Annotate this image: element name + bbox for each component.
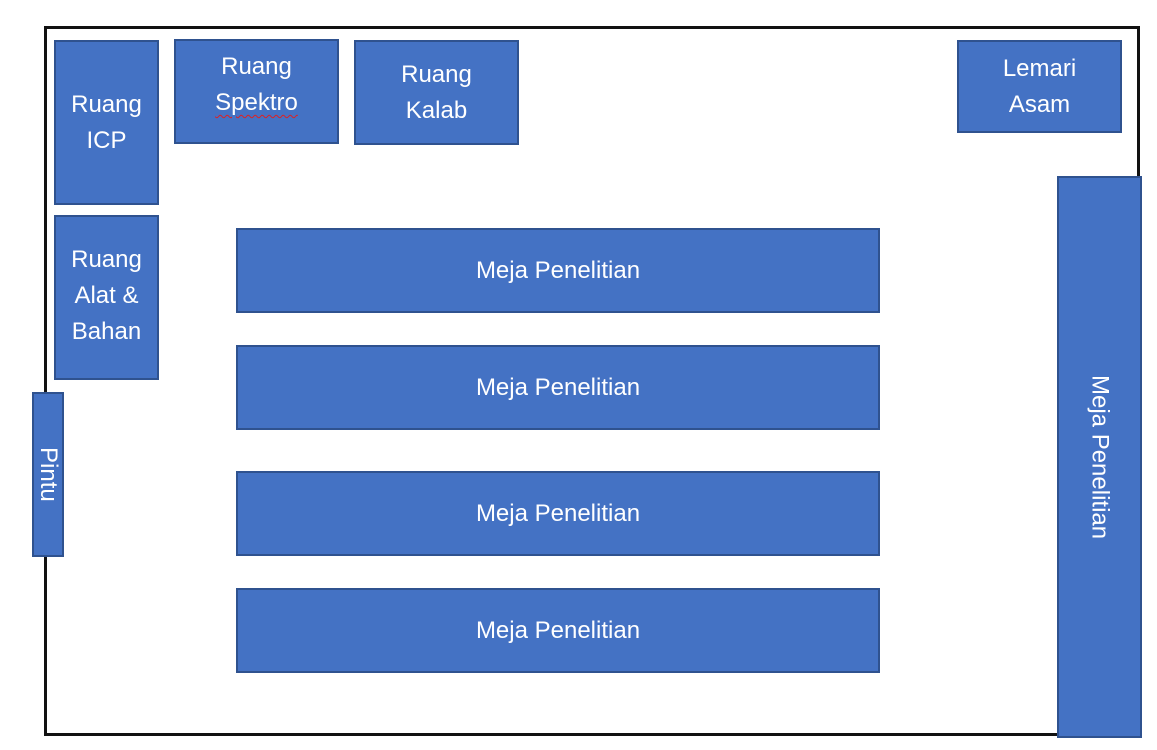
research-table-side: Meja Penelitian <box>1057 176 1142 738</box>
research-table-4: Meja Penelitian <box>236 588 880 673</box>
ruang-alat-bahan-label: Ruang Alat & Bahan <box>71 246 142 345</box>
ruang-alat-bahan: Ruang Alat & Bahan <box>54 215 159 380</box>
research-table-1: Meja Penelitian <box>236 228 880 313</box>
research-table-3-label: Meja Penelitian <box>475 499 641 527</box>
research-table-3: Meja Penelitian <box>236 471 880 556</box>
lemari-asam: Lemari Asam <box>957 40 1122 133</box>
research-table-side-label: Meja Penelitian <box>1086 374 1114 540</box>
door-pintu: Pintu <box>32 392 64 557</box>
research-table-2-label: Meja Penelitian <box>475 373 641 401</box>
lemari-asam-label: Lemari Asam <box>1002 54 1077 118</box>
research-table-2: Meja Penelitian <box>236 345 880 430</box>
ruang-spektro-line1: Ruang <box>221 53 292 80</box>
ruang-kalab: Ruang Kalab <box>354 40 519 145</box>
door-label: Pintu <box>35 447 62 502</box>
research-table-1-label: Meja Penelitian <box>475 256 641 284</box>
research-table-4-label: Meja Penelitian <box>475 616 641 644</box>
ruang-spektro-line2: Spektro <box>215 89 298 116</box>
ruang-kalab-label: Ruang Kalab <box>401 60 472 124</box>
ruang-icp: Ruang ICP <box>54 40 159 205</box>
ruang-icp-label: Ruang ICP <box>71 90 142 154</box>
